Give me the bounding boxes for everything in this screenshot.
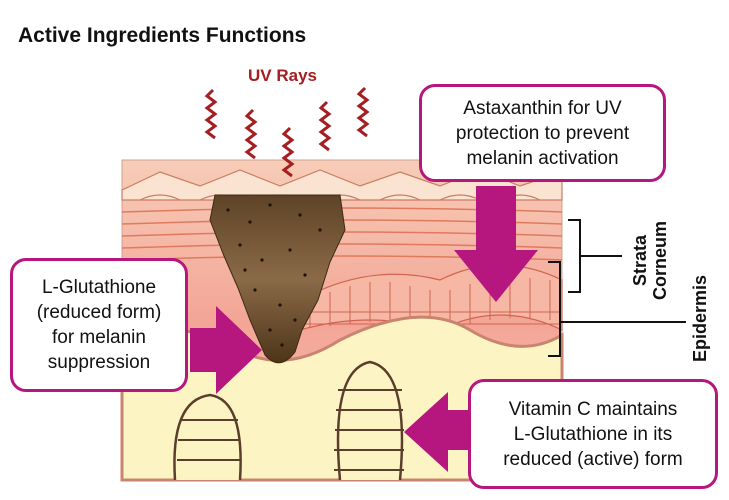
astaxanthin-callout: Astaxanthin for UV protection to prevent… <box>419 84 666 182</box>
arrow-astaxanthin <box>454 186 538 302</box>
vitamin-c-callout: Vitamin C maintains L-Glutathione in its… <box>468 379 718 489</box>
epidermis-label: Epidermis <box>690 275 710 362</box>
strata-corneum-label: Strata Corneum <box>630 221 670 300</box>
papillae-stripes <box>177 389 404 471</box>
melanin-cluster <box>209 194 346 364</box>
uv-rays-label: UV Rays <box>248 66 317 85</box>
epidermis-label-text: Epidermis <box>690 274 710 362</box>
vitamin-c-text: Vitamin C maintains L-Glutathione in its… <box>503 398 683 470</box>
diagram-title: Active Ingredients Functions <box>18 24 307 47</box>
strata-label-line2: Corneum <box>650 220 670 300</box>
layer-brackets <box>548 219 686 357</box>
strata-label-line1: Strata <box>630 234 650 287</box>
melanin-dots <box>226 203 322 347</box>
arrow-vitamin-c <box>404 392 474 472</box>
astaxanthin-text: Astaxanthin for UV protection to prevent… <box>455 97 630 169</box>
glutathione-callout: L-Glutathione (reduced form) for melanin… <box>10 258 188 392</box>
glutathione-text: L-Glutathione (reduced form) for melanin… <box>36 277 162 373</box>
callout-arrows <box>190 186 538 472</box>
arrow-glutathione <box>190 306 262 394</box>
uv-ray-waves <box>204 86 370 178</box>
